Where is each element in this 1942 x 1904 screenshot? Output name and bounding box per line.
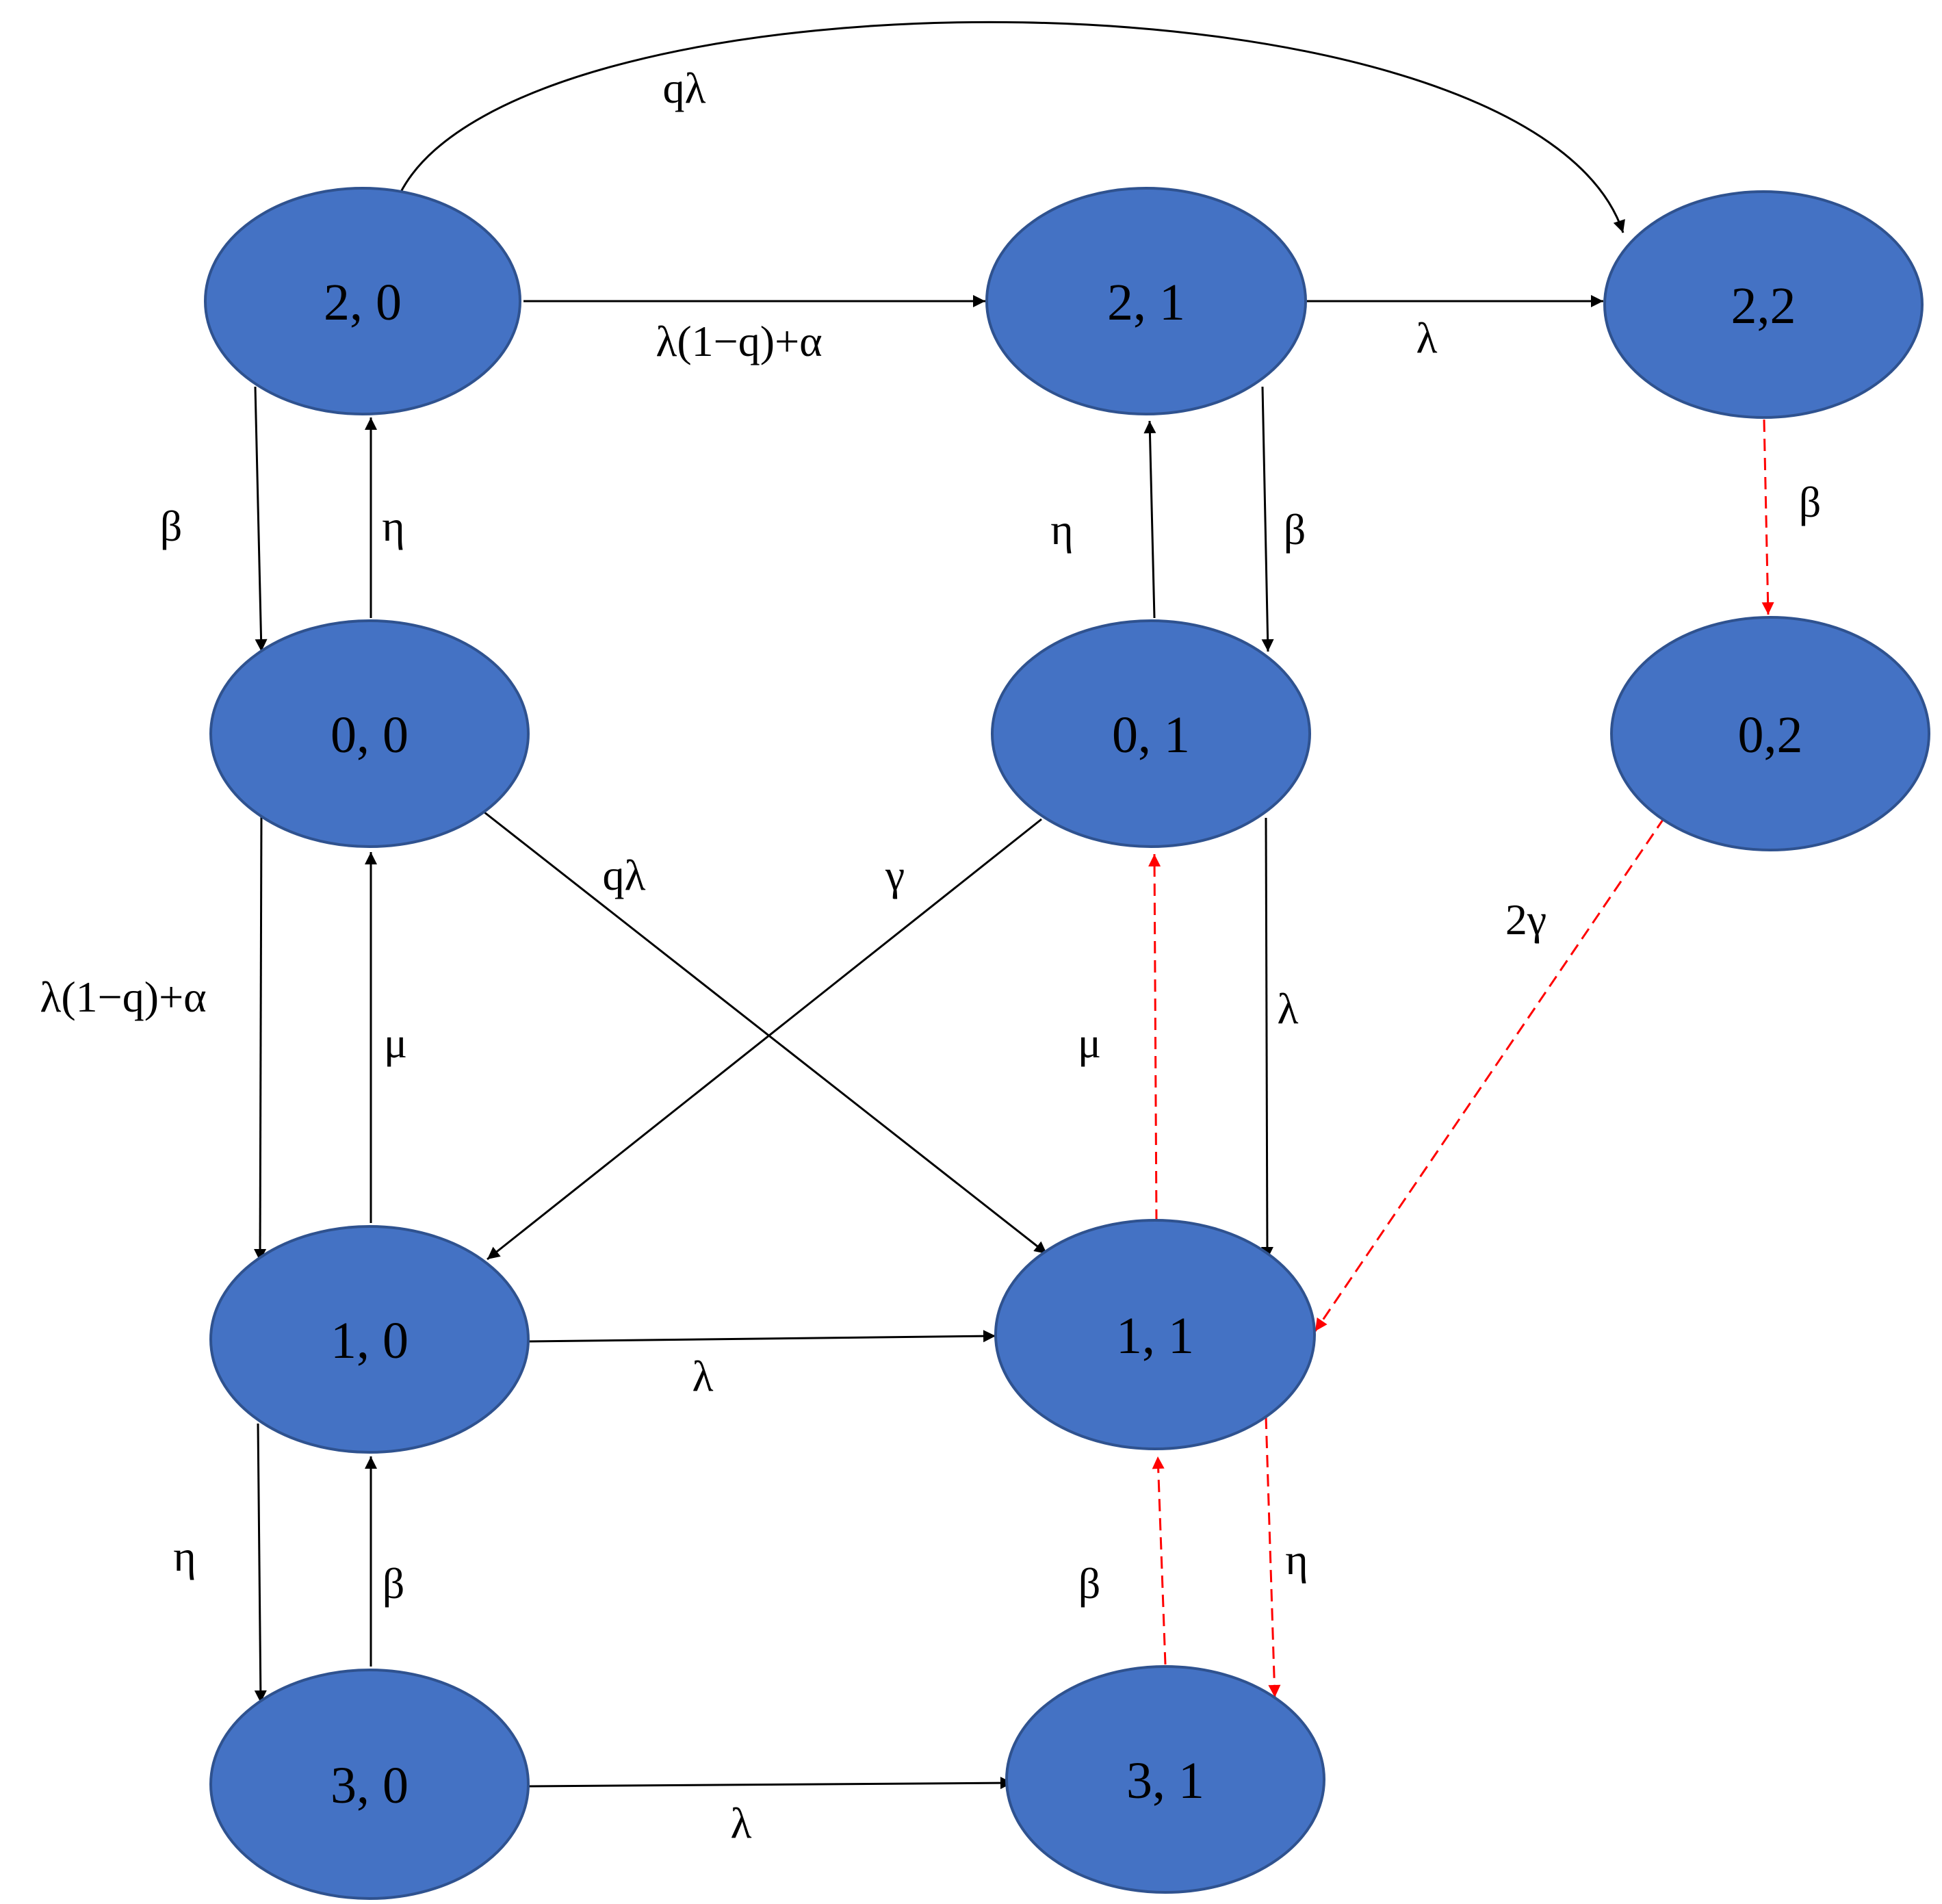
state-node-2-1: 2, 1	[985, 187, 1307, 415]
edge-label-beta-2-0-0-0: β	[160, 502, 183, 550]
edge-0-0-to-1-0	[254, 810, 267, 1262]
edge-label-lambda-1-q-alpha-top: λ(1−q)+α	[656, 317, 822, 365]
state-node-2-0: 2, 0	[204, 187, 521, 415]
edge-0-0-to-1-1	[484, 811, 1048, 1255]
state-label-2-1: 2, 1	[1107, 274, 1185, 331]
state-label-1-0: 1, 0	[331, 1312, 409, 1369]
state-label-2-2: 2,2	[1731, 277, 1796, 335]
edge-label-lambda-1-0-1-1: λ	[692, 1352, 713, 1400]
edge-label-beta-3-1-1-1: β	[1078, 1559, 1101, 1608]
edge-label-lambda-1-q-alpha-left: λ(1−q)+α	[40, 973, 206, 1021]
edge-label-beta-3-0-1-0: β	[383, 1559, 405, 1608]
edge-label-lambda-3-0-3-1: λ	[730, 1799, 751, 1847]
edge-label-beta-2-1-0-1: β	[1284, 505, 1306, 554]
state-label-3-1: 3, 1	[1126, 1752, 1204, 1810]
state-node-3-0: 3, 0	[209, 1669, 530, 1900]
state-label-0-2: 0,2	[1738, 706, 1803, 764]
edge-0-1-to-1-0	[487, 818, 1042, 1261]
edge-label-q-lambda-diagonal: qλ	[602, 851, 645, 899]
edge-3-1-to-1-1	[1152, 1456, 1167, 1665]
edge-1-0-to-1-1	[528, 1330, 996, 1343]
edge-label-lambda-0-1-1-1: λ	[1277, 984, 1298, 1033]
edge-label-2gamma: 2γ	[1505, 895, 1546, 944]
edge-label-q-lambda-top: qλ	[662, 64, 705, 112]
edge-2-1-to-0-1	[1261, 386, 1274, 652]
state-label-2-0: 2, 0	[324, 274, 402, 331]
edge-0-1-to-1-1	[1260, 817, 1273, 1260]
edge-label-eta-1-0-3-0: η	[173, 1532, 196, 1580]
state-node-0-1: 0, 1	[991, 619, 1311, 848]
edge-1-0-to-3-0	[254, 1423, 267, 1703]
edge-label-eta-0-0-2-0: η	[382, 502, 404, 550]
state-label-1-1: 1, 1	[1116, 1307, 1194, 1365]
edge-1-1-to-0-1	[1148, 853, 1161, 1222]
edge-0-2-to-1-1	[1314, 817, 1666, 1332]
edge-2-0-to-2-2	[399, 21, 1625, 233]
edge-2-0-to-0-0	[254, 386, 268, 652]
state-node-2-2: 2,2	[1603, 190, 1924, 419]
state-label-0-1: 0, 1	[1112, 706, 1190, 764]
state-node-1-0: 1, 0	[209, 1225, 530, 1454]
edge-label-eta-0-1-2-1: η	[1050, 505, 1073, 554]
edge-3-0-to-3-1	[528, 1777, 1013, 1790]
edge-label-beta-2-2-0-2: β	[1799, 478, 1822, 526]
state-node-3-1: 3, 1	[1005, 1665, 1325, 1894]
state-node-1-1: 1, 1	[994, 1219, 1316, 1450]
edge-label-lambda-2-1-2-2: λ	[1416, 313, 1437, 362]
edge-2-2-to-0-2	[1761, 419, 1774, 615]
edge-label-eta-1-1-3-1: η	[1285, 1535, 1308, 1584]
state-node-0-2: 0,2	[1610, 616, 1930, 851]
state-label-3-0: 3, 0	[331, 1757, 409, 1814]
state-node-0-0: 0, 0	[209, 619, 530, 848]
edge-label-gamma-0-1-1-0: γ	[885, 851, 905, 899]
state-label-0-0: 0, 0	[331, 706, 409, 764]
edge-label-mu-1-1-0-1: μ	[1078, 1018, 1101, 1067]
edge-label-mu-1-0-0-0: μ	[384, 1018, 407, 1067]
edge-0-1-to-2-1	[1143, 420, 1156, 619]
edge-1-1-to-3-1	[1265, 1416, 1281, 1698]
